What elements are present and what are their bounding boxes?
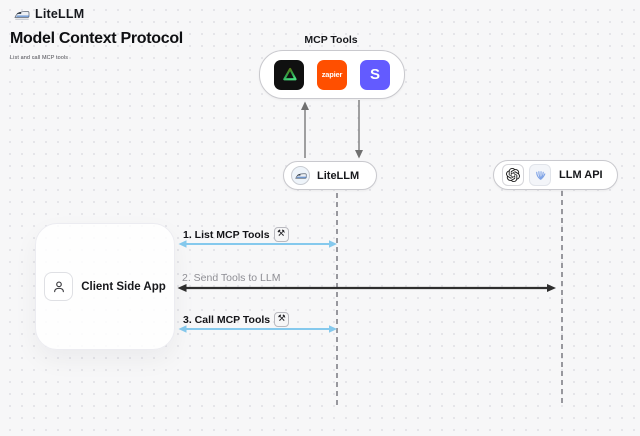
- zapier-icon: zapier: [317, 59, 347, 90]
- arrow-mcp-to-litellm: [355, 100, 363, 159]
- client-side-app-node: Client Side App: [35, 223, 175, 350]
- llm-api-node-label: LLM API: [559, 169, 603, 181]
- page-title: Model Context Protocol: [10, 30, 183, 47]
- stripe-icon-text: S: [369, 66, 380, 83]
- mcp-tools-box: zapier S: [259, 50, 405, 99]
- blue-ai-icon: [529, 164, 551, 186]
- brand: LiteLLM: [14, 7, 84, 21]
- person-icon: [44, 272, 74, 301]
- page-subtitle: List and call MCP tools: [10, 55, 69, 61]
- stripe-icon: S: [360, 59, 390, 90]
- litellm-train-icon: [291, 166, 310, 185]
- litellm-train-icon: [14, 8, 30, 21]
- client-side-app-label: Client Side App: [81, 280, 166, 293]
- green-triangle-tool-icon: [274, 59, 304, 90]
- brand-label: LiteLLM: [35, 7, 85, 21]
- tools-badge-icon: ⚒: [273, 227, 289, 242]
- arrow-litellm-to-mcp: [301, 101, 309, 158]
- arrow-send-tools-to-llm: [177, 284, 556, 292]
- zapier-icon-text: zapier: [321, 70, 343, 79]
- tools-badge-icon: ⚒: [274, 312, 290, 327]
- sequence-step-2-label: 2. Send Tools to LLM: [182, 272, 280, 284]
- mcp-tools-label: MCP Tools: [304, 34, 358, 46]
- sequence-step-1-text: 1. List MCP Tools: [183, 228, 270, 241]
- sequence-step-1-label: 1. List MCP Tools ⚒: [183, 227, 289, 242]
- litellm-node-label: LiteLLM: [317, 169, 360, 182]
- sequence-step-2-text: 2. Send Tools to LLM: [182, 272, 281, 284]
- openai-icon: [502, 164, 524, 186]
- llm-api-node: LLM API: [493, 160, 618, 190]
- litellm-node: LiteLLM: [283, 161, 377, 190]
- sequence-step-3-label: 3. Call MCP Tools ⚒: [183, 312, 290, 327]
- sequence-step-3-text: 3. Call MCP Tools: [183, 313, 271, 326]
